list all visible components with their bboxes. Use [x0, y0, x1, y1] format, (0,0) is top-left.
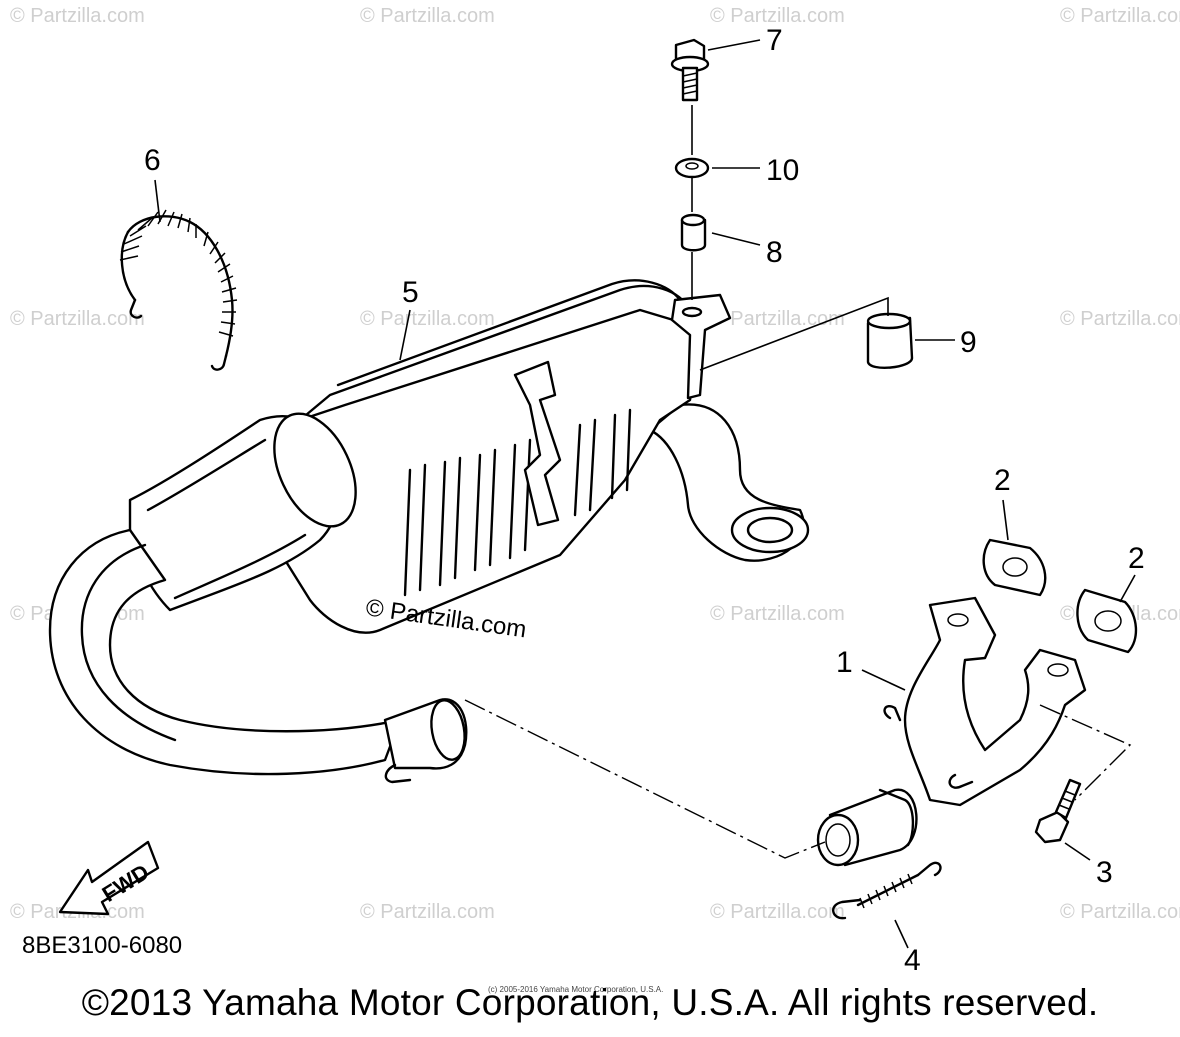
callout-2: 2: [1128, 542, 1145, 575]
callout-leaders: [154, 39, 1136, 949]
spring-part-4[interactable]: [832, 861, 942, 920]
tiny-copyright: (c) 2005-2016 Yamaha Motor Corporation, …: [488, 985, 664, 994]
callout-1: 1: [836, 646, 853, 679]
watermark: © Partzilla.com: [360, 901, 495, 923]
callout-9: 9: [960, 326, 977, 359]
watermark: © Partzilla.com: [710, 603, 845, 625]
gasket-part-2-b[interactable]: [1076, 588, 1138, 654]
bolt-part-7[interactable]: [670, 38, 710, 102]
watermark: © Partzilla.com: [710, 5, 845, 27]
copyright-notice: ©2013 Yamaha Motor Corporation, U.S.A. A…: [81, 982, 1099, 1023]
watermark: © Partzilla.com: [1060, 901, 1180, 923]
watermark: © Partzilla.com: [360, 308, 495, 330]
callout-5: 5: [402, 276, 419, 309]
watermark: © Partzilla.com: [10, 5, 145, 27]
muffler-front-pipe[interactable]: [48, 401, 469, 784]
watermark: © Partzilla.com: [10, 308, 145, 330]
callout-2: 2: [994, 464, 1011, 497]
callout-6: 6: [144, 144, 161, 177]
callout-numbers: 7 10 8 9 5 6 2 2 1 3 4: [144, 24, 1145, 977]
watermark: © Partzilla.com: [710, 901, 845, 923]
watermark: © Partzilla.com: [1060, 308, 1180, 330]
spring-part-6[interactable]: [119, 209, 238, 371]
callout-8: 8: [766, 236, 783, 269]
gasket-part-2-a[interactable]: [982, 538, 1047, 597]
callout-3: 3: [1096, 856, 1113, 889]
grommet-part-9[interactable]: [866, 312, 914, 369]
callout-7: 7: [766, 24, 783, 57]
bolt-part-3[interactable]: [1034, 778, 1082, 844]
watermark: © Partzilla.com: [1060, 5, 1180, 27]
collar-part-8[interactable]: [680, 213, 707, 252]
diagram-part-code: 8BE3100-6080: [22, 932, 183, 959]
muffler-part-5[interactable]: [278, 279, 810, 634]
exhaust-pipe-part-1[interactable]: [816, 596, 1087, 867]
watermark: © Partzilla.com: [360, 5, 495, 27]
watermark: © Partzilla.com: [710, 308, 845, 330]
callout-10: 10: [766, 154, 799, 187]
assembly-lines: [464, 105, 1132, 859]
washer-part-10[interactable]: [674, 157, 710, 179]
callout-4: 4: [904, 944, 921, 977]
